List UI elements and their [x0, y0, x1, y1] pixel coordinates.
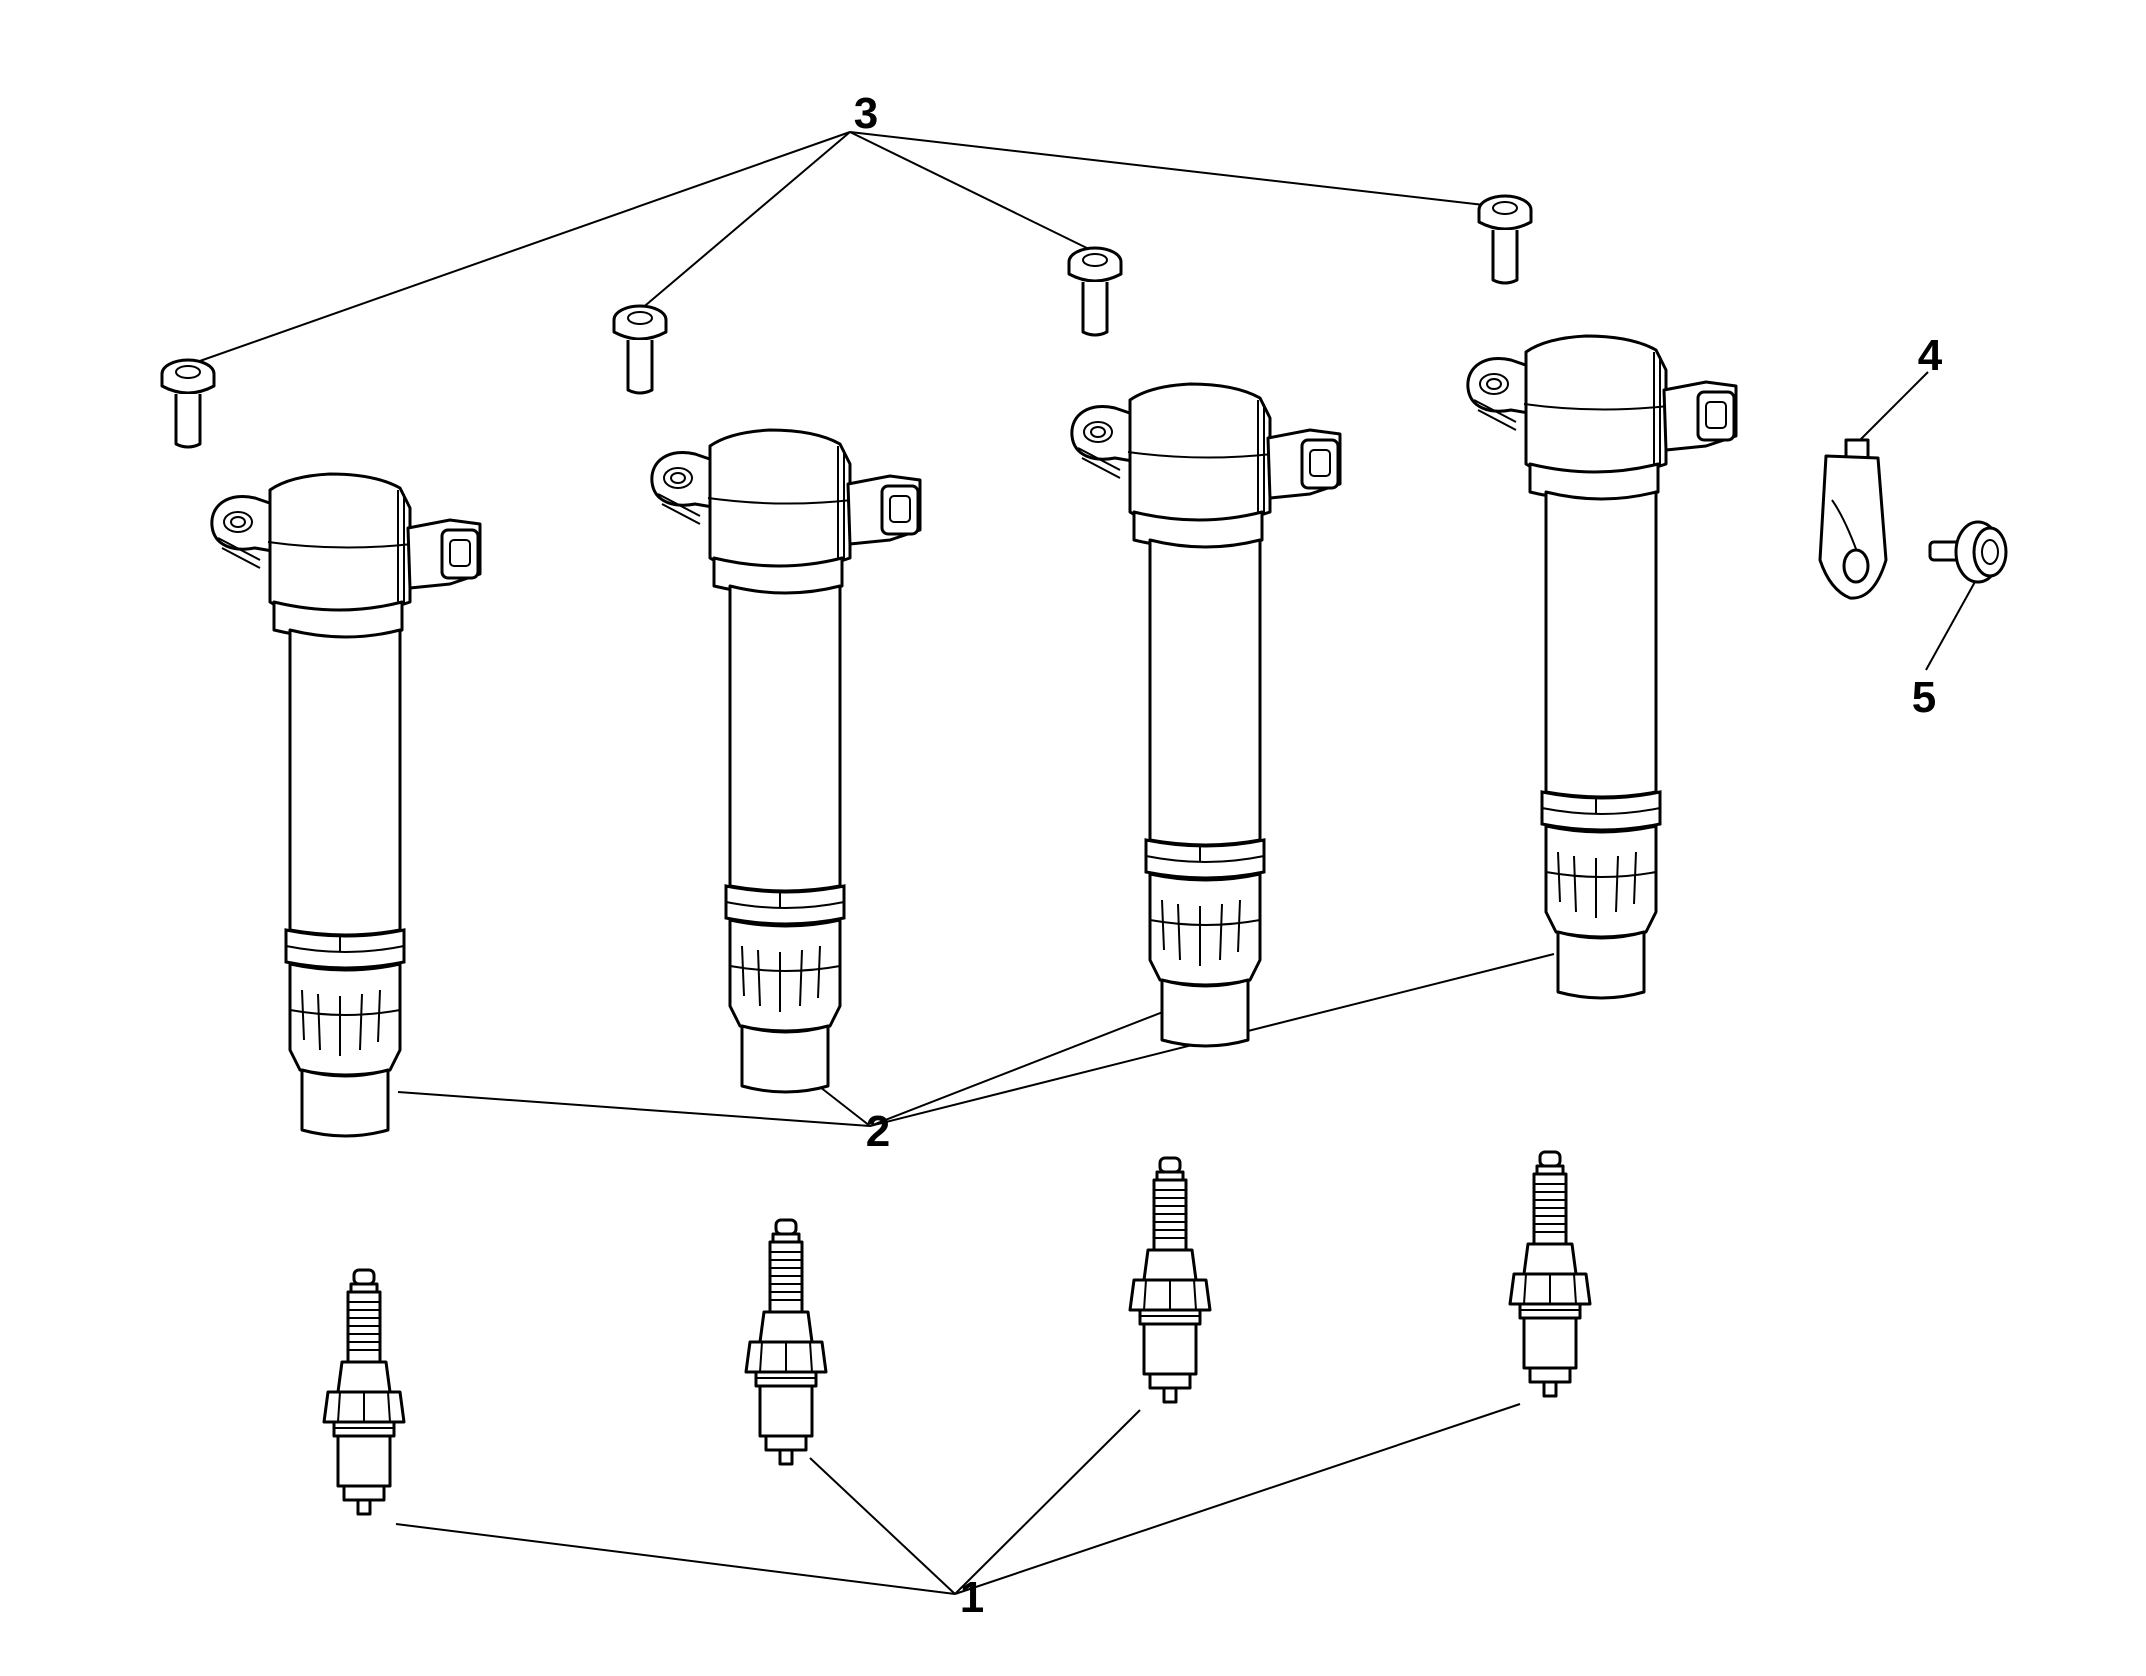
callout-3: 3 — [854, 89, 878, 138]
spark-plug-3 — [1128, 1156, 1212, 1404]
bracket — [1818, 438, 1888, 600]
ignition-coil-4 — [1466, 334, 1738, 1000]
callout-4: 4 — [1918, 331, 1943, 380]
callout-1: 1 — [960, 1573, 984, 1622]
leader-lines-1 — [395, 1403, 1521, 1595]
coil-bolt-2 — [612, 304, 668, 395]
spark-plug-2 — [744, 1218, 828, 1466]
ignition-coil-3 — [1070, 382, 1342, 1048]
coil-bolt-1 — [160, 358, 216, 449]
spark-plug-4 — [1508, 1150, 1592, 1398]
leader-line-4 — [1857, 371, 1929, 443]
leader-lines-2 — [397, 953, 1555, 1127]
coil-bolt-3 — [1067, 246, 1123, 337]
callout-2: 2 — [866, 1107, 890, 1156]
bracket-bolt — [1928, 520, 2008, 584]
leader-line-5 — [1925, 579, 1977, 671]
leader-lines-3 — [179, 131, 1511, 369]
callout-5: 5 — [1912, 673, 1936, 722]
spark-plug-1 — [322, 1268, 406, 1516]
coil-bolt-4 — [1477, 194, 1533, 285]
ignition-coil-2 — [650, 428, 922, 1094]
ignition-coil-1 — [210, 472, 482, 1138]
